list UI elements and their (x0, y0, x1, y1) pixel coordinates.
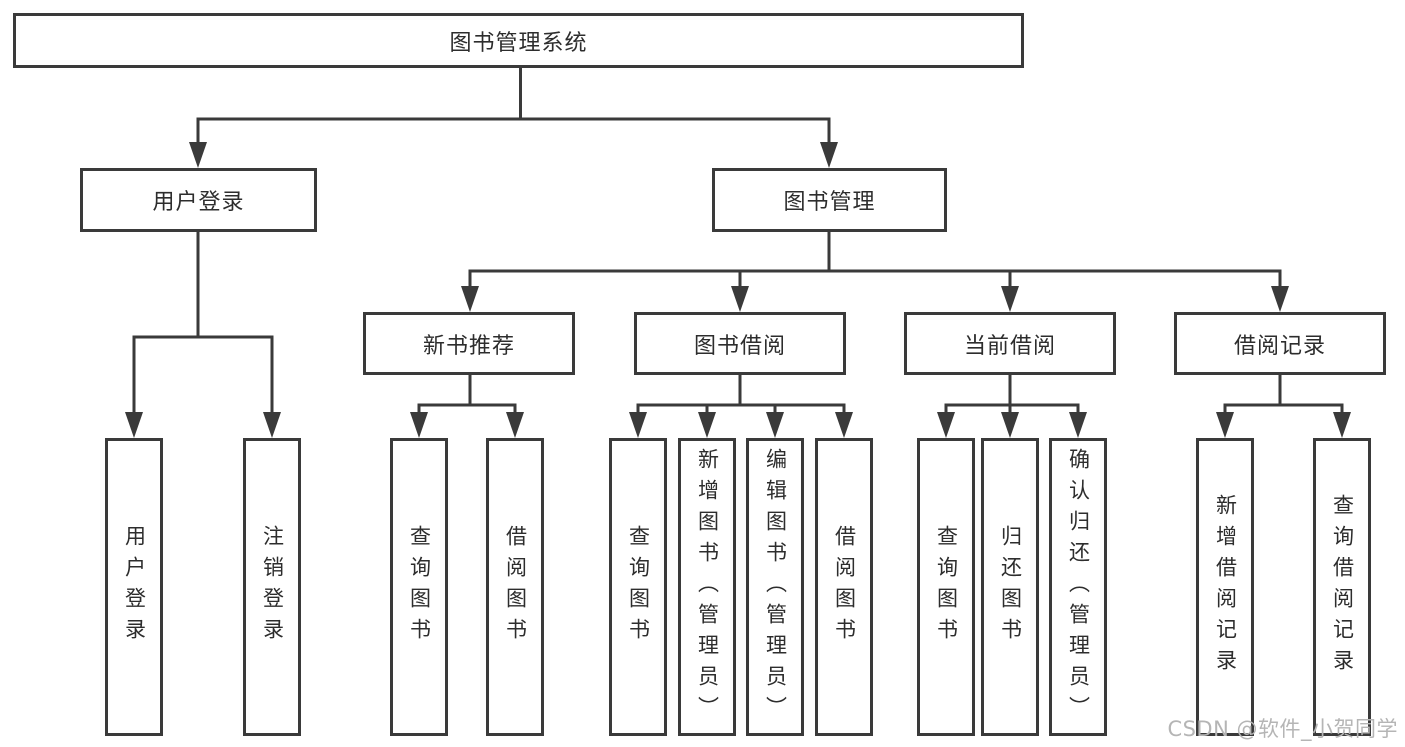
leaf-confirm-return-admin-label: 确认归还（管理员） (1066, 447, 1091, 727)
node-current-borrow: 当前借阅 (904, 312, 1116, 375)
leaf-user-login-label: 用户登录 (122, 525, 147, 649)
edge-userlogin-splitter (132, 335, 274, 416)
leaf-borrow-books-recommend: 借阅图书 (486, 438, 544, 736)
leaf-add-borrow-record-label: 新增借阅记录 (1213, 494, 1238, 680)
node-book-borrow: 图书借阅 (634, 312, 846, 375)
leaf-logout: 注销登录 (243, 438, 301, 736)
node-borrow-record-label: 借阅记录 (1233, 333, 1326, 359)
edge-newbook-splitter (417, 403, 517, 416)
leaf-add-book-admin-label: 新增图书（管理员） (695, 447, 720, 727)
node-user-login-label: 用户登录 (152, 190, 245, 215)
node-book-management: 图书管理 (712, 168, 947, 232)
arrowheads (125, 142, 1351, 438)
node-borrow-record: 借阅记录 (1174, 312, 1386, 375)
leaf-edit-book-admin-label: 编辑图书（管理员） (763, 447, 788, 727)
leaf-query-borrow-record: 查询借阅记录 (1313, 438, 1371, 736)
leaf-add-borrow-record: 新增借阅记录 (1196, 438, 1254, 736)
leaf-borrow-books-recommend-label: 借阅图书 (503, 525, 528, 649)
leaf-query-books-current-label: 查询图书 (934, 525, 959, 649)
edge-currentborrow-splitter (944, 403, 1080, 416)
edge-root-splitter (196, 117, 831, 146)
leaf-borrow-books-label: 借阅图书 (832, 525, 857, 649)
node-root: 图书管理系统 (13, 13, 1024, 68)
leaf-return-books-label: 归还图书 (998, 525, 1023, 649)
leaf-query-books-current: 查询图书 (917, 438, 975, 736)
node-book-borrow-label: 图书借阅 (693, 333, 786, 359)
leaf-borrow-books: 借阅图书 (815, 438, 873, 736)
leaf-user-login: 用户登录 (105, 438, 163, 736)
edge-bookmgmt-splitter (468, 269, 1282, 290)
leaf-logout-label: 注销登录 (260, 525, 285, 649)
edge-borrowrecord-splitter (1223, 403, 1344, 416)
node-new-book-recommend: 新书推荐 (363, 312, 575, 375)
leaf-confirm-return-admin: 确认归还（管理员） (1049, 438, 1107, 736)
leaf-query-books-recommend: 查询图书 (390, 438, 448, 736)
node-current-borrow-label: 当前借阅 (963, 333, 1056, 359)
node-root-label: 图书管理系统 (449, 30, 588, 56)
leaf-query-books-borrow-label: 查询图书 (626, 525, 651, 649)
leaf-return-books: 归还图书 (981, 438, 1039, 736)
leaf-query-books-recommend-label: 查询图书 (407, 525, 432, 649)
edge-bookborrow-splitter (636, 403, 846, 416)
node-new-book-recommend-label: 新书推荐 (422, 333, 515, 359)
leaf-query-books-borrow: 查询图书 (609, 438, 667, 736)
leaf-add-book-admin: 新增图书（管理员） (678, 438, 736, 736)
csdn-watermark: CSDN @软件_小贺同学 (1167, 717, 1398, 741)
node-user-login: 用户登录 (80, 168, 317, 232)
leaf-edit-book-admin: 编辑图书（管理员） (746, 438, 804, 736)
node-book-management-label: 图书管理 (783, 190, 876, 215)
leaf-query-borrow-record-label: 查询借阅记录 (1330, 494, 1355, 680)
